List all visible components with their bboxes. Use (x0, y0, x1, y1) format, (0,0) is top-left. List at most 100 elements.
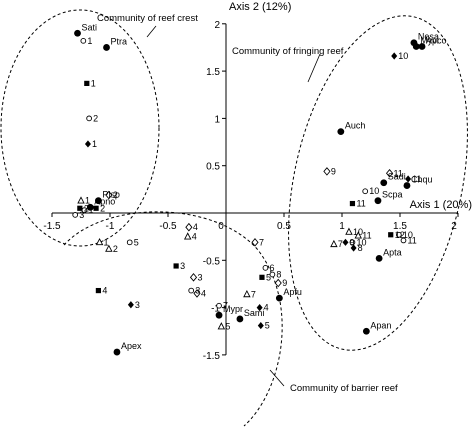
species-label: Sati (82, 22, 98, 32)
sample-point (188, 287, 195, 294)
x-tick-label: -0.5 (159, 221, 177, 232)
sample-point (81, 207, 88, 214)
sample-point (105, 244, 113, 252)
reef-crest-leader (146, 25, 157, 38)
sample-point (95, 237, 104, 246)
y-tick-label: -0.5 (203, 256, 221, 267)
x-tick-label: -1 (106, 221, 115, 232)
species-point (412, 43, 420, 50)
y-tick-label: 0.5 (206, 162, 220, 173)
sample-label: 5 (266, 272, 271, 282)
sample-point (84, 80, 90, 86)
species-label: Nesa (418, 32, 439, 42)
species-label: Apfu (283, 287, 302, 297)
sample-point (345, 227, 353, 235)
sample-label: 7 (338, 239, 343, 249)
species-point (113, 348, 121, 356)
sample-point (84, 140, 91, 148)
sample-label: 1 (87, 36, 92, 46)
sample-point (93, 205, 99, 211)
species-label: Apta (383, 247, 402, 257)
sample-label: 5 (265, 321, 270, 331)
sample-point (395, 231, 402, 238)
sample-label: 7 (223, 301, 228, 311)
sample-label: 1 (92, 139, 97, 149)
sample-point (72, 212, 79, 218)
fringing-reef-ellipse (288, 15, 468, 351)
sample-label: 2 (93, 113, 98, 123)
sample-label: 4 (192, 232, 197, 242)
x-tick-label: 1.5 (393, 221, 407, 232)
sample-point (257, 321, 264, 330)
sample-point (349, 200, 356, 207)
sample-label: 9 (349, 237, 354, 247)
sample-point (349, 239, 356, 246)
species-point (103, 44, 110, 51)
species-point (380, 179, 388, 187)
sample-point (105, 190, 113, 200)
sample-label: 4 (201, 288, 206, 298)
sample-label: 9 (331, 166, 336, 176)
y-tick-label: 2 (214, 20, 220, 31)
sample-label: 11 (412, 174, 421, 184)
sample-label: 7 (259, 237, 264, 247)
sample-point (216, 302, 222, 309)
sample-label: 3 (195, 286, 200, 296)
sample-label: 2 (100, 203, 105, 213)
sample-label: 5 (134, 237, 139, 247)
sample-label: 11 (394, 168, 403, 178)
sample-point (350, 244, 357, 252)
sample-point (274, 278, 282, 288)
sample-label: 8 (276, 269, 281, 279)
sample-point (391, 52, 398, 60)
sample-point (126, 239, 133, 246)
species-point (215, 311, 223, 319)
sample-point (388, 232, 394, 238)
sample-label: 4 (193, 222, 198, 232)
sample-label: 1 (91, 78, 96, 88)
sample-label: 12 (395, 230, 405, 240)
sample-point (385, 168, 394, 178)
species-point (403, 182, 411, 189)
species-point (418, 43, 426, 50)
sample-point (251, 238, 259, 247)
reef-crest-label: Community of reef crest (97, 13, 198, 24)
y-tick-label: -1.5 (203, 351, 221, 362)
x-axis-title: Axis 1 (20%) (410, 199, 472, 211)
sample-point (127, 301, 134, 309)
sample-point (77, 205, 83, 211)
species-point (362, 327, 370, 335)
species-point (74, 29, 81, 37)
x-tick-label: 2 (451, 221, 457, 232)
barrier-reef-label: Community of barrier reef (290, 383, 398, 394)
sample-label: 3 (79, 210, 84, 220)
sample-point (400, 237, 407, 244)
sample-point (185, 222, 193, 232)
sample-label: 11 (362, 231, 371, 241)
species-label: Plsp (102, 190, 120, 200)
reef-crest-ellipse (0, 9, 160, 247)
barrier-reef-curve (63, 211, 283, 427)
sample-label: 1 (88, 205, 93, 215)
species-label: Chqu (411, 175, 433, 185)
sample-label: 9 (282, 278, 287, 288)
sample-label: 10 (398, 51, 408, 61)
x-tick-label: 0 (218, 221, 224, 232)
sample-point (262, 265, 269, 271)
sample-point (323, 167, 331, 176)
fringing-reef-label: Community of fringing reef (232, 46, 344, 57)
sample-point (80, 37, 87, 44)
x-tick-label: 0.5 (277, 221, 291, 232)
species-label: Ptra (111, 36, 128, 46)
sample-label: 10 (369, 186, 379, 196)
species-point (337, 128, 345, 136)
species-point (95, 197, 102, 205)
sample-label: 5 (225, 322, 230, 332)
species-label: Mypr (223, 304, 243, 314)
sample-point (95, 287, 101, 294)
sample-label: 7 (251, 289, 256, 299)
species-label: Apex (121, 341, 142, 351)
